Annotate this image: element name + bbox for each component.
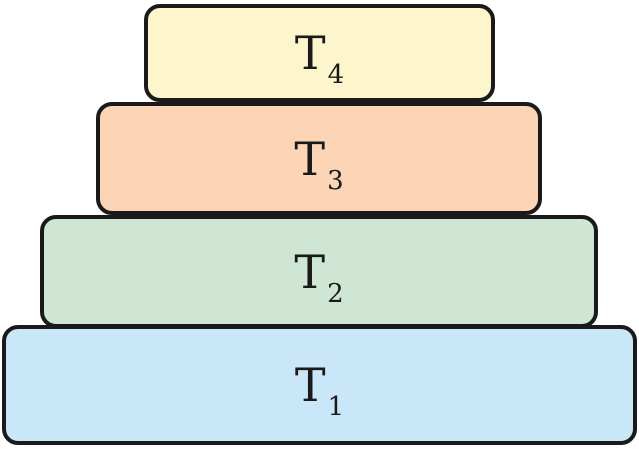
tier-4-subscript: 4 (327, 60, 345, 90)
tier-3-letter: T (294, 131, 326, 186)
tier-4-letter: T (294, 26, 326, 80)
tier-3-subscript: 3 (327, 165, 344, 196)
tier-2-block: T2 (40, 215, 598, 328)
tier-1-subscript: 1 (327, 392, 345, 422)
tier-2-label: T2 (294, 244, 343, 307)
tier-1-label: T1 (294, 358, 344, 420)
tier-3-label: T3 (294, 131, 343, 194)
tier-2-subscript: 2 (327, 278, 344, 309)
tier-1-letter: T (294, 358, 326, 412)
tier-2-letter: T (294, 244, 326, 299)
tier-1-block: T1 (2, 325, 637, 445)
tier-4-block: T4 (144, 4, 495, 102)
tier-4-label: T4 (294, 26, 344, 88)
tier-3-block: T3 (96, 102, 542, 215)
